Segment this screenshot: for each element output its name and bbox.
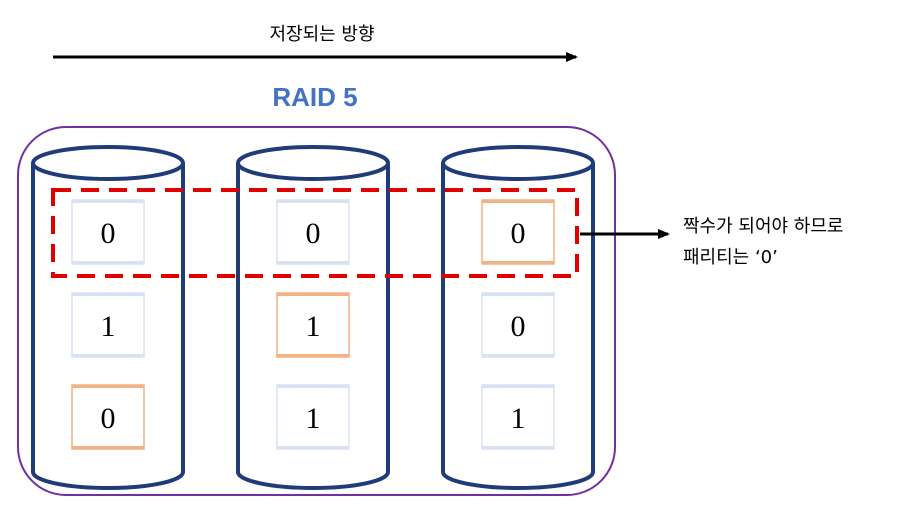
disk-top xyxy=(441,145,595,181)
disk-top xyxy=(236,145,390,181)
block-value: 1 xyxy=(101,310,116,343)
disk-body xyxy=(236,163,390,490)
parity-block: 0 xyxy=(71,384,145,450)
block-value: 0 xyxy=(511,217,526,250)
disk-top xyxy=(31,145,185,181)
disk-1: 0 1 0 xyxy=(31,145,185,490)
disk-body xyxy=(31,163,185,490)
disk-array: 0 1 0 0 1 1 0 0 1 xyxy=(31,145,595,490)
block-value: 0 xyxy=(306,217,321,250)
data-block: 0 xyxy=(276,199,350,265)
data-block: 0 xyxy=(71,199,145,265)
disk-3: 0 0 1 xyxy=(441,145,595,490)
block-value: 1 xyxy=(511,402,526,435)
disk-2: 0 1 1 xyxy=(236,145,390,490)
data-block: 0 xyxy=(481,292,555,358)
block-value: 0 xyxy=(511,310,526,343)
block-value: 0 xyxy=(101,217,116,250)
parity-block: 1 xyxy=(276,292,350,358)
data-block: 1 xyxy=(276,384,350,450)
annotation-line-1: 짝수가 되어야 하므로 xyxy=(683,216,843,237)
annotation-line-2: 패리티는 ‘0’ xyxy=(683,247,778,268)
direction-label: 저장되는 방향 xyxy=(269,24,374,45)
block-value: 1 xyxy=(306,402,321,435)
raid-title: RAID 5 xyxy=(272,82,357,112)
disk-body xyxy=(441,163,595,490)
raid-container xyxy=(17,126,616,496)
block-value: 0 xyxy=(101,402,116,435)
data-block: 1 xyxy=(71,292,145,358)
parity-stripe-box xyxy=(51,188,579,278)
parity-block: 0 xyxy=(481,199,555,265)
data-block: 1 xyxy=(481,384,555,450)
block-value: 1 xyxy=(306,310,321,343)
